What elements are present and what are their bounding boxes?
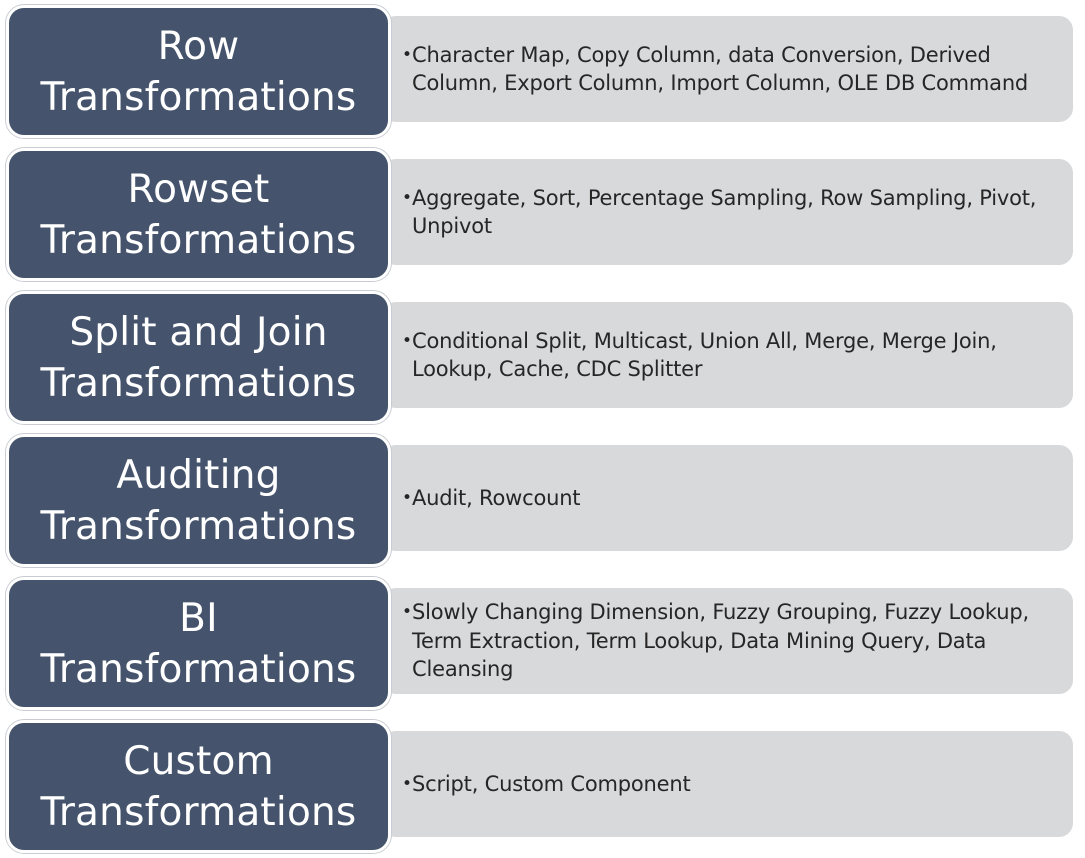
rowset-items-text: Aggregate, Sort, Percentage Sampling, Ro…	[412, 185, 1037, 239]
row-label-box: Row Transformations	[6, 5, 391, 138]
row-items-text: Character Map, Copy Column, data Convers…	[412, 42, 1029, 96]
bullet-icon: •	[402, 487, 412, 508]
split-join-title-line2: Transformations	[40, 360, 357, 406]
bullet-icon: •	[402, 602, 412, 623]
rowset-title-line2: Transformations	[40, 217, 357, 263]
row-title-line2: Transformations	[40, 74, 357, 120]
row-detail-box: • Character Map, Copy Column, data Conve…	[380, 14, 1075, 124]
rowset-transformations-row: • Aggregate, Sort, Percentage Sampling, …	[0, 145, 1085, 283]
custom-transformations-row: • Script, Custom Component Custom Transf…	[0, 717, 1085, 855]
split-join-detail-box: • Conditional Split, Multicast, Union Al…	[380, 300, 1075, 410]
bullet-icon: •	[402, 187, 412, 208]
rowset-detail-box: • Aggregate, Sort, Percentage Sampling, …	[380, 157, 1075, 267]
custom-detail-box: • Script, Custom Component	[380, 729, 1075, 839]
split-join-title-line1: Split and Join	[69, 309, 328, 355]
auditing-items-text: Audit, Rowcount	[412, 485, 581, 510]
bullet-icon: •	[402, 330, 412, 351]
bi-title-line2: Transformations	[40, 646, 357, 692]
auditing-label-box: Auditing Transformations	[6, 434, 391, 567]
custom-items-text: Script, Custom Component	[412, 771, 691, 796]
bi-transformations-row: • Slowly Changing Dimension, Fuzzy Group…	[0, 574, 1085, 712]
row-title-line1: Row	[157, 23, 240, 69]
rowset-title-line1: Rowset	[127, 166, 270, 212]
bullet-icon: •	[402, 773, 412, 794]
custom-label-box: Custom Transformations	[6, 720, 391, 853]
split-join-label-box: Split and Join Transformations	[6, 291, 391, 424]
bi-items-text: Slowly Changing Dimension, Fuzzy Groupin…	[412, 600, 1029, 682]
custom-title-line2: Transformations	[40, 789, 357, 835]
rowset-label-box: Rowset Transformations	[6, 148, 391, 281]
auditing-transformations-row: • Audit, Rowcount Auditing Transformatio…	[0, 431, 1085, 569]
bi-label-box: BI Transformations	[6, 577, 391, 710]
bi-detail-box: • Slowly Changing Dimension, Fuzzy Group…	[380, 586, 1075, 696]
auditing-detail-box: • Audit, Rowcount	[380, 443, 1075, 553]
split-join-transformations-row: • Conditional Split, Multicast, Union Al…	[0, 288, 1085, 426]
bi-title-line1: BI	[179, 595, 218, 641]
auditing-title-line1: Auditing	[116, 452, 281, 498]
custom-title-line1: Custom	[123, 738, 274, 784]
row-transformations-row: • Character Map, Copy Column, data Conve…	[0, 2, 1085, 140]
bullet-icon: •	[402, 44, 412, 65]
auditing-title-line2: Transformations	[40, 503, 357, 549]
split-join-items-text: Conditional Split, Multicast, Union All,…	[412, 328, 997, 382]
